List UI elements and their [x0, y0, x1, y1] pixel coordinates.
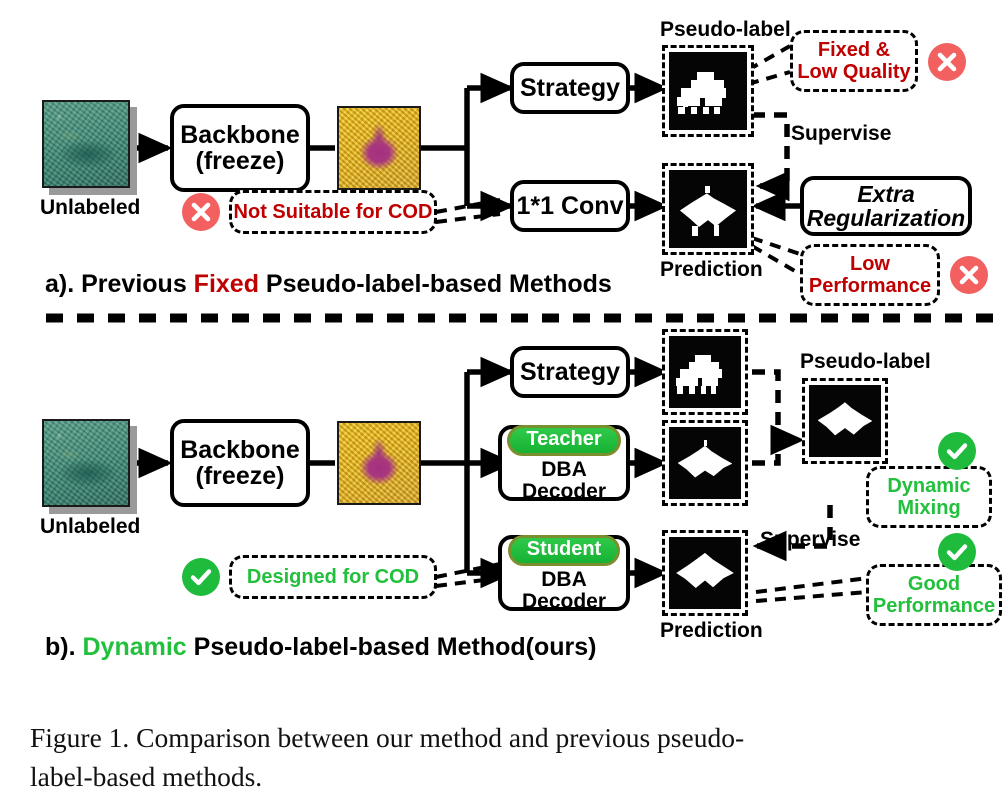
- panel-b-callout-designed-for-cod: Designed for COD: [229, 555, 437, 599]
- student-pill-badge: Student: [507, 534, 621, 566]
- caption-prefix: a). Previous: [45, 270, 194, 298]
- callout-line2: Mixing: [897, 497, 961, 519]
- callout-line2: Performance: [872, 595, 996, 617]
- panel-b-prediction-mask: [662, 530, 748, 616]
- panel-a-extra-reg-line1: Extra: [857, 180, 915, 207]
- mask-plate: [669, 427, 741, 499]
- panel-b-teacher-mask: [662, 420, 748, 506]
- panel-b-strategy-box: Strategy: [510, 346, 630, 398]
- callout-line1: Low: [850, 252, 890, 275]
- caption-suffix: Pseudo-label-based Method(ours): [186, 633, 597, 661]
- panel-a-supervise-label: Supervise: [791, 122, 892, 145]
- panel-a-status-cross-icon-1: [928, 43, 966, 81]
- mask-plate: [669, 52, 747, 130]
- panel-a-section-caption: a). Previous Fixed Pseudo-label-based Me…: [45, 270, 612, 299]
- panel-b-backbone-line2: (freeze): [195, 462, 285, 490]
- panel-a-conv-box: 1*1 Conv: [510, 180, 630, 232]
- panel-b-callout-good-performance: Good Performance: [866, 564, 1002, 626]
- figure-caption-line1: Figure 1. Comparison between our method …: [30, 722, 745, 753]
- callout-line1: Good: [907, 572, 961, 595]
- feature-map-heatmap-icon: [337, 106, 421, 190]
- caption-suffix: Pseudo-label-based Methods: [258, 270, 612, 298]
- panel-a-strategy-label: Strategy: [519, 73, 621, 102]
- panel-a-feature-map: [337, 106, 421, 190]
- underwater-photo-icon: [42, 100, 130, 188]
- caption-highlight: Dynamic: [82, 633, 187, 661]
- panel-a-extra-reg-line2: Regularization: [806, 205, 966, 231]
- panel-a-prediction-caption: Prediction: [660, 258, 763, 281]
- panel-a-input-label: Unlabeled: [40, 196, 141, 219]
- panel-a-callout-fixed-low-quality: Fixed & Low Quality: [790, 30, 918, 92]
- mask-plate: [669, 170, 747, 248]
- panel-a-extra-regularization-box: Extra Regularization: [800, 176, 972, 236]
- figure-caption: Figure 1. Comparison between our method …: [30, 718, 990, 796]
- mask-plate: [669, 336, 741, 408]
- panel-b-student-decoder-label: DBA Decoder: [521, 567, 607, 613]
- figure-caption-line2: label-based methods.: [30, 761, 263, 793]
- panel-a-pseudo-label-mask: [662, 45, 754, 137]
- panel-b-callout-dynamic-mixing: Dynamic Mixing: [866, 466, 992, 528]
- panel-a-status-cross-icon-2: [950, 256, 988, 294]
- panel-b-teacher-decoder-label: DBA Decoder: [521, 457, 607, 503]
- panel-b-pseudo-label-mask: [802, 378, 888, 464]
- panel-b-prediction-caption: Prediction: [660, 619, 763, 642]
- panel-a-callout-low-performance: Low Performance: [800, 244, 940, 306]
- panel-a-backbone-box: Backbone (freeze): [170, 104, 310, 192]
- panel-a-prediction-mask: [662, 163, 754, 255]
- panel-a-callout-not-suitable-cod: Not Suitable for COD: [229, 190, 437, 234]
- panel-b-teacher-decoder-box: Teacher DBA Decoder: [498, 424, 630, 503]
- feature-map-heatmap-icon: [337, 421, 421, 505]
- panel-b-status-check-icon-3: [182, 558, 220, 596]
- mask-plate: [669, 537, 741, 609]
- callout-line1: Fixed &: [817, 38, 891, 61]
- callout-line1: Not Suitable for COD: [233, 200, 433, 223]
- panel-a-strategy-box: Strategy: [510, 62, 630, 114]
- callout-line1: Dynamic: [887, 474, 971, 497]
- panel-b-section-caption: b). Dynamic Pseudo-label-based Method(ou…: [45, 633, 596, 662]
- mask-plate: [809, 385, 881, 457]
- caption-prefix: b).: [45, 633, 83, 661]
- panel-b-backbone-box: Backbone (freeze): [170, 419, 310, 507]
- panel-a-conv-label: 1*1 Conv: [516, 191, 624, 220]
- panel-b-input-image: [42, 419, 137, 514]
- callout-line1: Designed for COD: [246, 565, 420, 588]
- panel-b-supervise-label: Supervise: [760, 528, 861, 551]
- panel-b-status-check-icon-2: [938, 533, 976, 571]
- panel-a-status-cross-icon-3: [182, 193, 220, 231]
- teacher-pill-badge: Teacher: [507, 424, 621, 456]
- panel-a-backbone-line1: Backbone: [180, 120, 300, 149]
- panel-b-student-decoder-box: Student DBA Decoder: [498, 534, 630, 613]
- panel-b-backbone-line1: Backbone: [180, 435, 300, 464]
- callout-line2: Performance: [808, 275, 932, 297]
- panel-a-pseudo-label-caption: Pseudo-label: [660, 18, 791, 41]
- panel-a-input-image: [42, 100, 137, 195]
- panel-a-backbone-line2: (freeze): [195, 147, 285, 175]
- panel-b-input-label: Unlabeled: [40, 515, 141, 538]
- panel-b-status-check-icon-1: [938, 432, 976, 470]
- panel-b-strategy-label: Strategy: [519, 357, 621, 386]
- underwater-photo-icon: [42, 419, 130, 507]
- callout-line2: Low Quality: [797, 61, 911, 83]
- caption-highlight: Fixed: [193, 270, 259, 298]
- panel-b-feature-map: [337, 421, 421, 505]
- panel-b-strategy-mask: [662, 329, 748, 415]
- panel-b-pseudo-label-caption: Pseudo-label: [800, 350, 931, 373]
